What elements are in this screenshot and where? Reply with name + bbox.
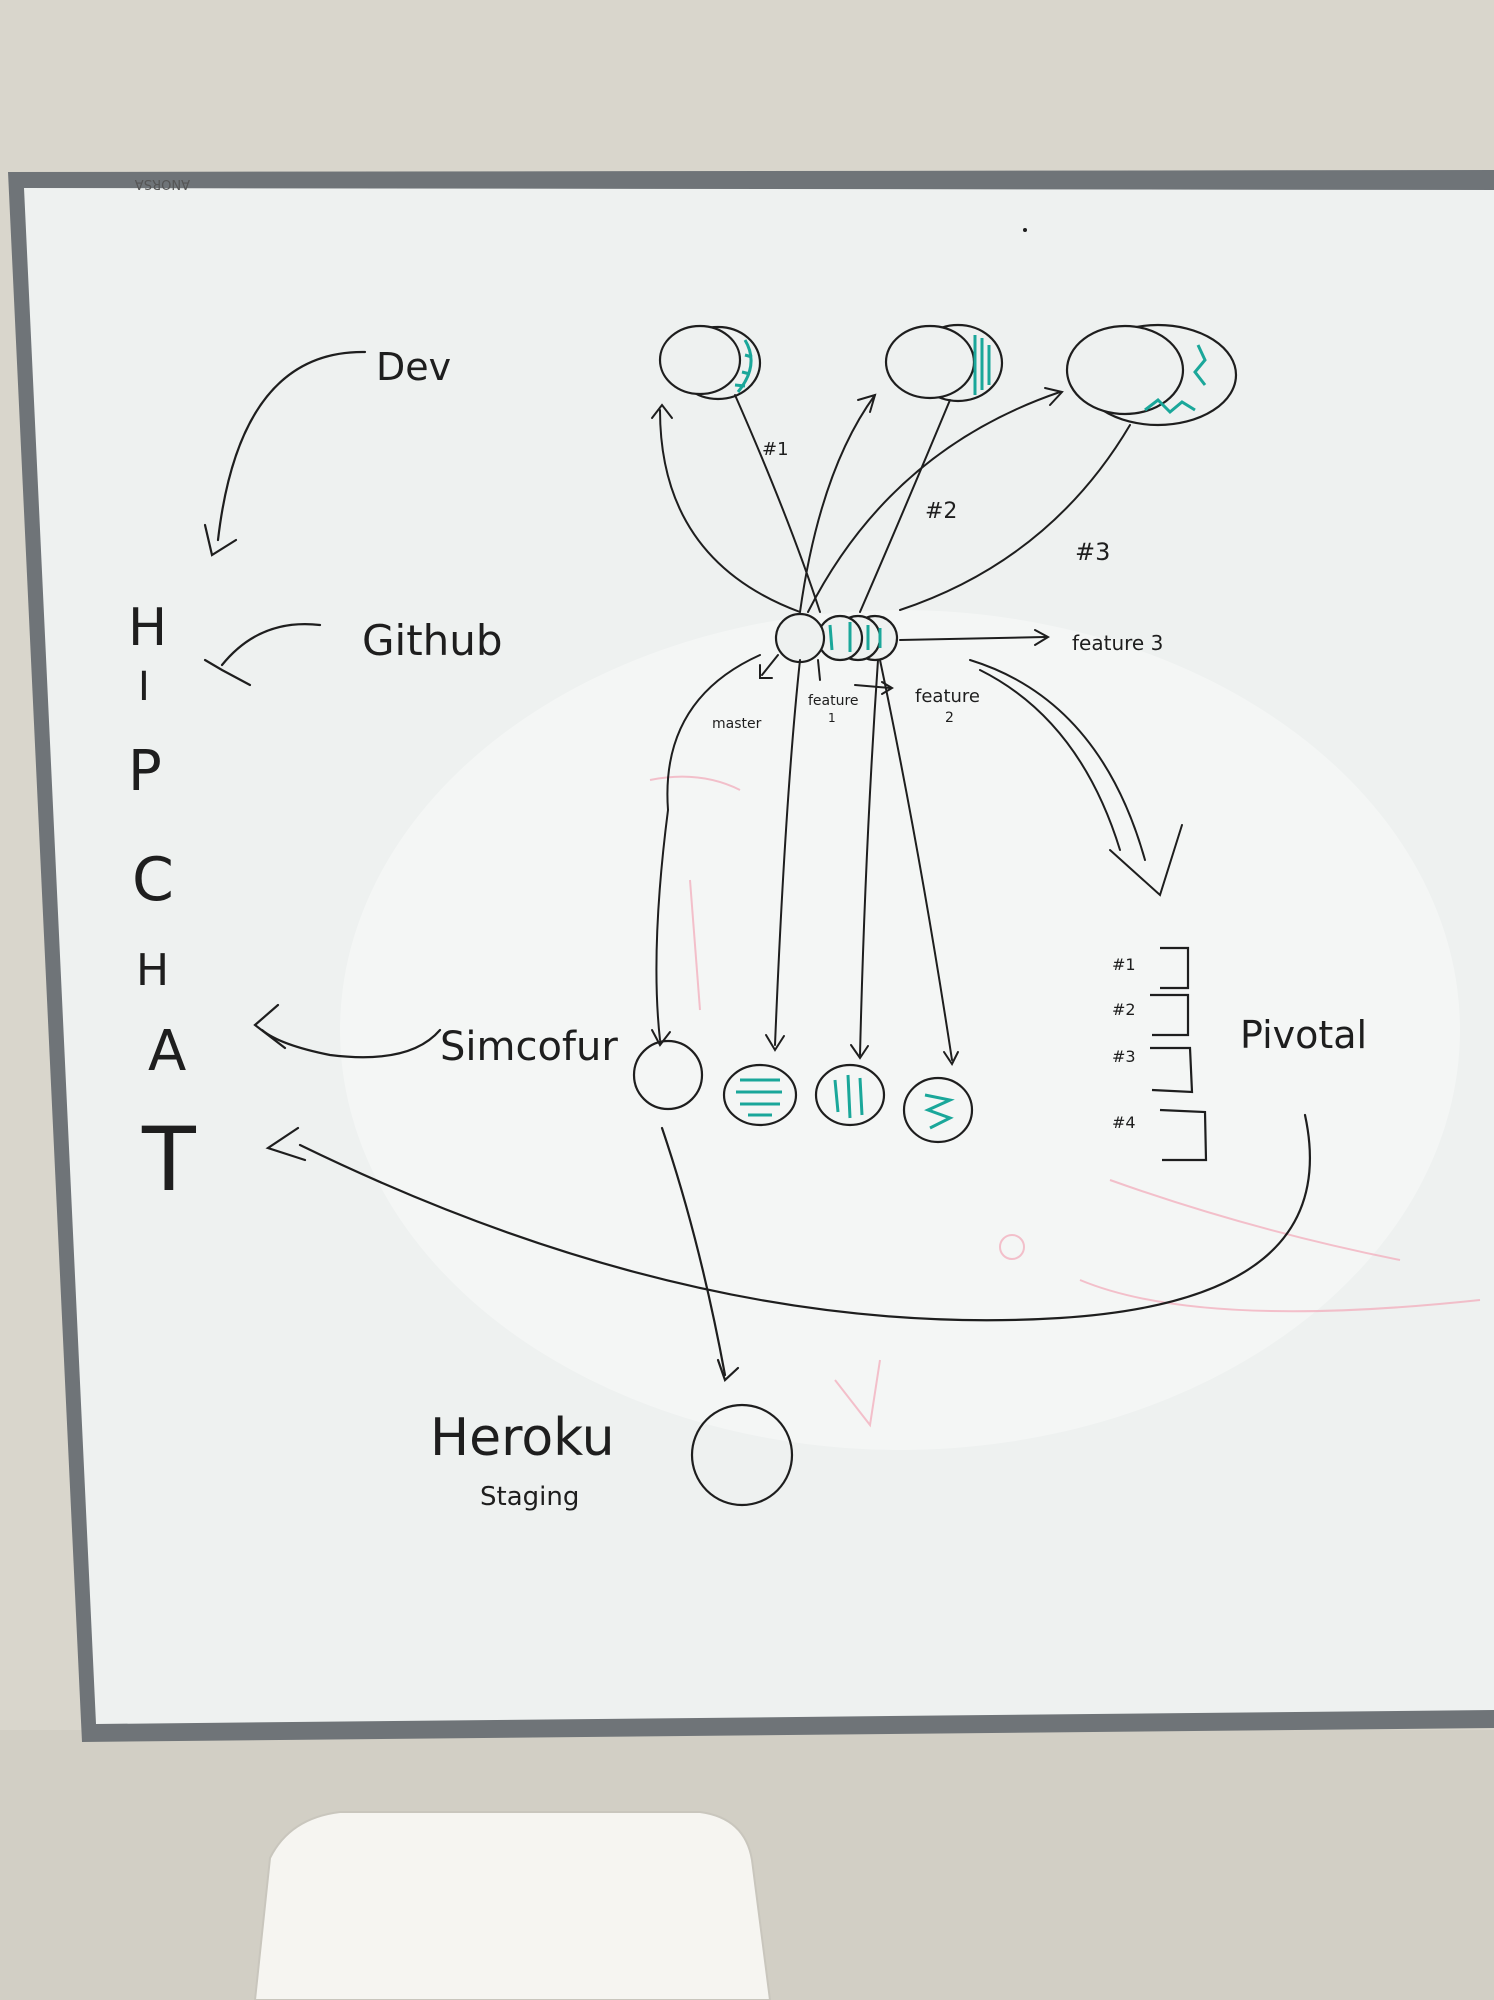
arrow-label-2: #2 — [925, 499, 957, 524]
github-to-hipchat-arrow — [220, 623, 322, 667]
pivotal-story-4-label: #4 — [1112, 1113, 1136, 1132]
hipchat-letter-p: P — [128, 739, 162, 804]
staging-label: Staging — [480, 1482, 579, 1512]
pivotal-story-1-box — [1160, 946, 1190, 990]
feature-1-branch — [722, 1063, 798, 1127]
feature-3-branch — [902, 1076, 974, 1144]
feature-2-branch — [814, 1063, 886, 1127]
branch-label-feature-1: feature — [808, 693, 859, 709]
heroku-label: Heroku — [430, 1408, 615, 1468]
master-to-heroku-arrow — [660, 1126, 727, 1377]
branch-label-feature-2: feature — [915, 686, 980, 707]
pivotal-to-hipchat-arrow — [298, 1113, 1311, 1322]
branch-label-master: master — [712, 716, 762, 732]
pivotal-story-3-box — [1150, 1046, 1194, 1094]
github-central-repo — [774, 612, 899, 664]
hipchat-letter-a: A — [148, 1019, 186, 1084]
arrow-label-3: #3 — [1075, 538, 1110, 566]
hipchat-letter-h: H — [128, 598, 167, 658]
whiteboard-surface — [24, 188, 1494, 1724]
arrow-label-1: #1 — [762, 439, 789, 460]
simcofur-to-hipchat-arrow — [260, 1028, 442, 1059]
heroku-staging-server — [690, 1403, 794, 1507]
github-to-pivotal-arrow — [969, 659, 1146, 861]
pivotal-story-list: #1 #2 #3 #4 Pivotal — [1112, 946, 1367, 1162]
board-brand: ANORSA — [135, 176, 190, 191]
branch-label-feature-3: feature 3 — [1072, 631, 1163, 655]
pivotal-title: Pivotal — [1240, 1013, 1367, 1057]
master-branch — [632, 1039, 704, 1111]
dev-label: Dev — [376, 345, 451, 389]
pivotal-story-3-label: #3 — [1112, 1047, 1136, 1066]
branch-label-feature-1-num: 1 — [828, 711, 836, 725]
pivotal-story-2-box — [1150, 993, 1190, 1037]
ghost-marks — [649, 775, 1481, 1428]
pivotal-story-2-label: #2 — [1112, 1000, 1136, 1019]
developer-repo-1 — [658, 324, 762, 401]
developer-repo-3 — [1065, 323, 1238, 427]
dev-to-hipchat-arrow — [216, 350, 367, 542]
hipchat-letter-t: T — [141, 1108, 197, 1211]
hipchat-letter-c: C — [132, 845, 174, 915]
chair — [253, 1811, 772, 2000]
developer-repo-2 — [884, 323, 1004, 403]
simcofur-label: Simcofur — [440, 1024, 618, 1070]
hipchat-letter-h2: H — [136, 945, 169, 996]
hipchat-letter-i: I — [138, 664, 150, 710]
github-label: Github — [362, 616, 503, 665]
branch-label-feature-2-num: 2 — [945, 710, 954, 726]
pivotal-story-1-label: #1 — [1112, 955, 1136, 974]
pivotal-story-4-box — [1159, 1108, 1208, 1162]
